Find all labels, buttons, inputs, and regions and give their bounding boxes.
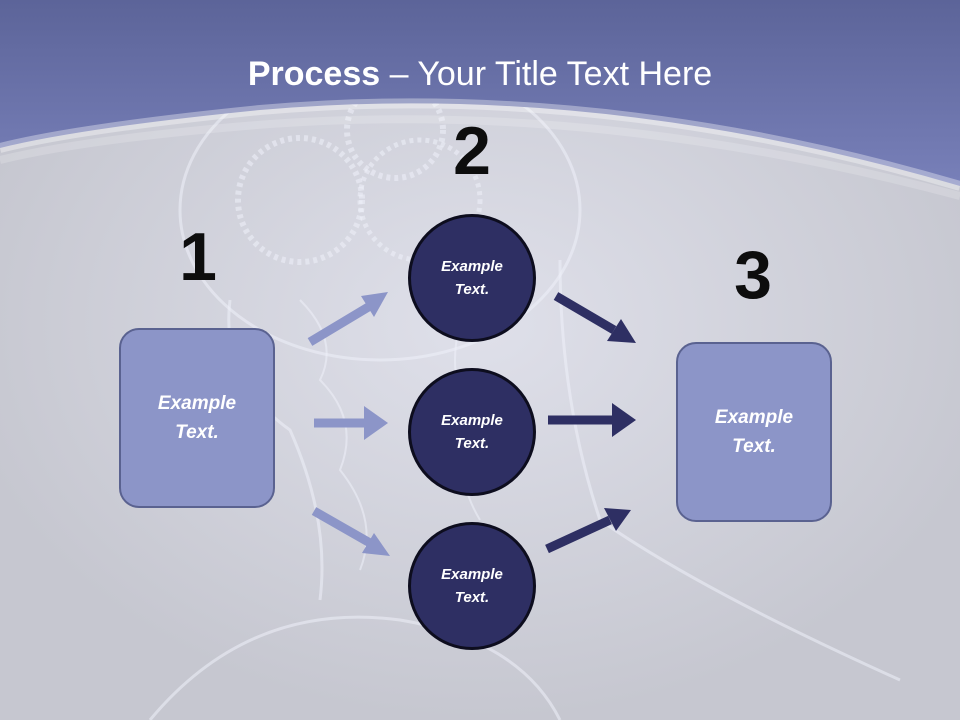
slide-title: Process – Your Title Text Here xyxy=(0,52,960,96)
process-circle-top: Example Text. xyxy=(408,214,536,342)
step-number-2: 2 xyxy=(453,113,491,189)
step-number-3: 3 xyxy=(734,237,772,313)
header-band xyxy=(0,0,960,186)
circle-middle-text: Example Text. xyxy=(441,412,503,452)
title-rest: – Your Title Text Here xyxy=(380,55,713,93)
input-box: Example Text. xyxy=(119,328,275,508)
process-circle-middle: Example Text. xyxy=(408,368,536,496)
input-box-text: Example Text. xyxy=(157,393,237,443)
output-box-text: Example Text. xyxy=(714,407,794,457)
step-number-1: 1 xyxy=(179,219,217,295)
title-bold: Process xyxy=(247,55,381,93)
circle-bottom-text: Example Text. xyxy=(441,566,503,606)
output-box: Example Text. xyxy=(676,342,832,522)
circle-top-text: Example Text. xyxy=(441,258,503,298)
process-circle-bottom: Example Text. xyxy=(408,522,536,650)
